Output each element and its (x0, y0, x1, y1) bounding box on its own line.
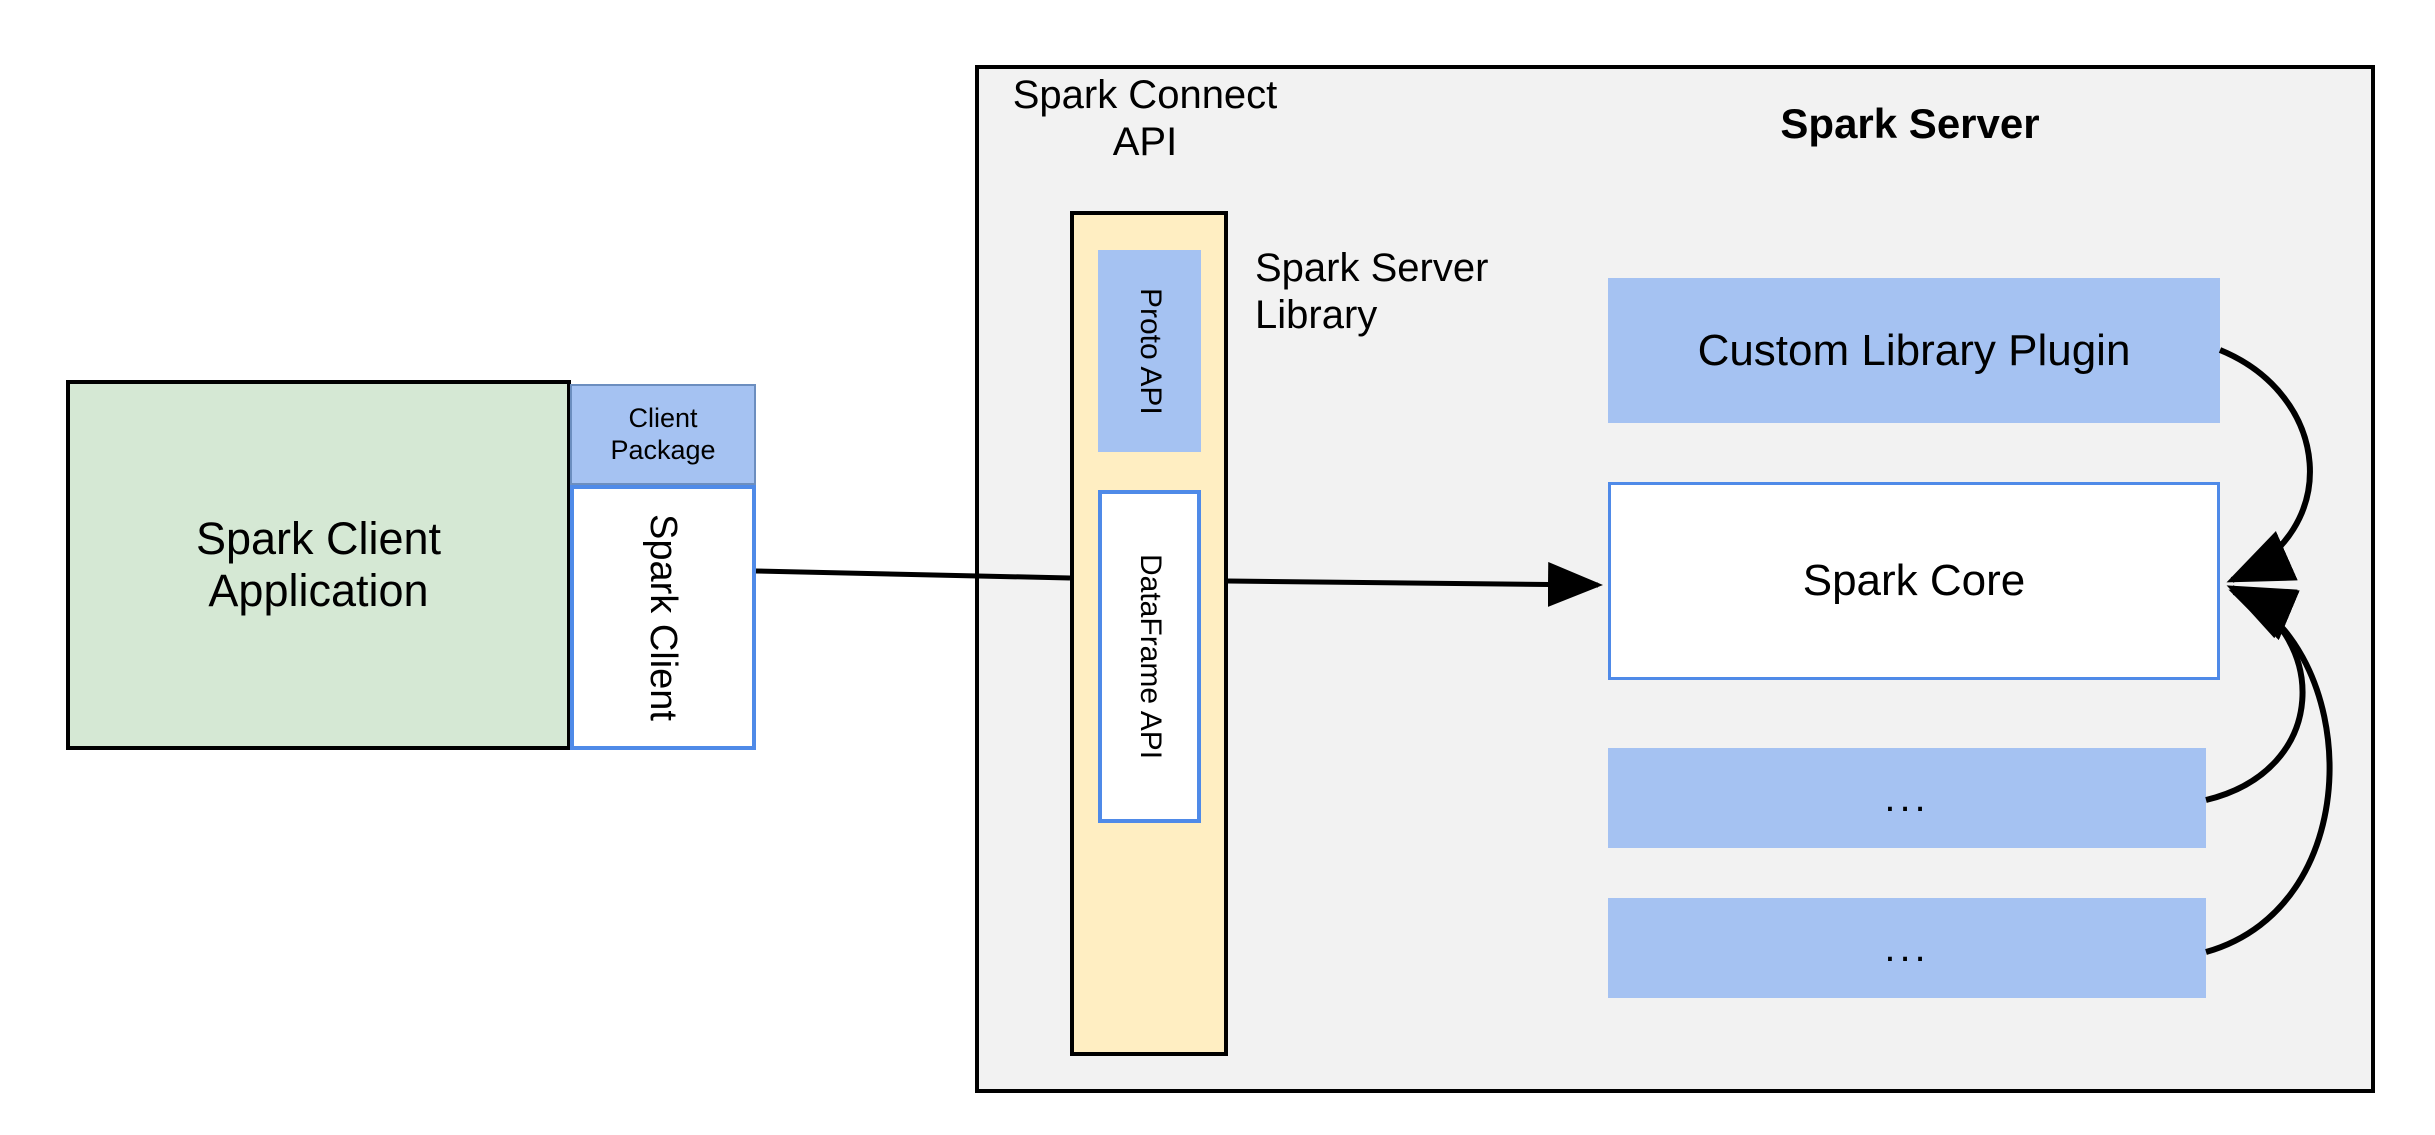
spark-server-library-label: Spark Server Library (1255, 245, 1585, 339)
custom-library-plugin-label: Custom Library Plugin (1697, 325, 2131, 375)
proto-api-box[interactable]: Proto API (1098, 250, 1201, 452)
custom-library-plugin-box[interactable]: Custom Library Plugin (1608, 278, 2220, 423)
spark-client-box[interactable]: Spark Client (570, 485, 756, 750)
proto-api-label: Proto API (1133, 287, 1167, 415)
spark-client-application-label: Spark Client Application (196, 513, 441, 617)
connect-label-line2: API (1112, 120, 1178, 165)
client-package-line2: Package (610, 434, 716, 465)
app-label-line2: Application (208, 565, 429, 616)
spark-client-application-box[interactable]: Spark Client Application (66, 380, 571, 750)
server-library-line1: Spark Server (1255, 246, 1489, 290)
spark-core-label: Spark Core (1802, 556, 2026, 606)
spark-client-label: Spark Client (642, 514, 685, 721)
spark-server-title: Spark Server (1780, 100, 2040, 147)
app-label-line1: Spark Client (195, 512, 442, 564)
server-box-ellipsis-1[interactable]: ... (1608, 748, 2206, 848)
ellipsis-1-label: ... (1884, 775, 1930, 820)
server-library-line2: Library (1255, 293, 1378, 338)
connect-label-line1: Spark Connect (1012, 73, 1278, 117)
dataframe-api-label: DataFrame API (1133, 553, 1167, 760)
server-box-ellipsis-2[interactable]: ... (1608, 898, 2206, 998)
ellipsis-2-label: ... (1884, 925, 1930, 970)
client-package-line1: Client (628, 403, 698, 434)
spark-connect-api-label: Spark Connect API (1000, 72, 1290, 166)
dataframe-api-box[interactable]: DataFrame API (1098, 490, 1201, 823)
client-package-label: Client Package (610, 403, 715, 466)
spark-core-box[interactable]: Spark Core (1608, 482, 2220, 680)
client-package-box[interactable]: Client Package (570, 384, 756, 485)
